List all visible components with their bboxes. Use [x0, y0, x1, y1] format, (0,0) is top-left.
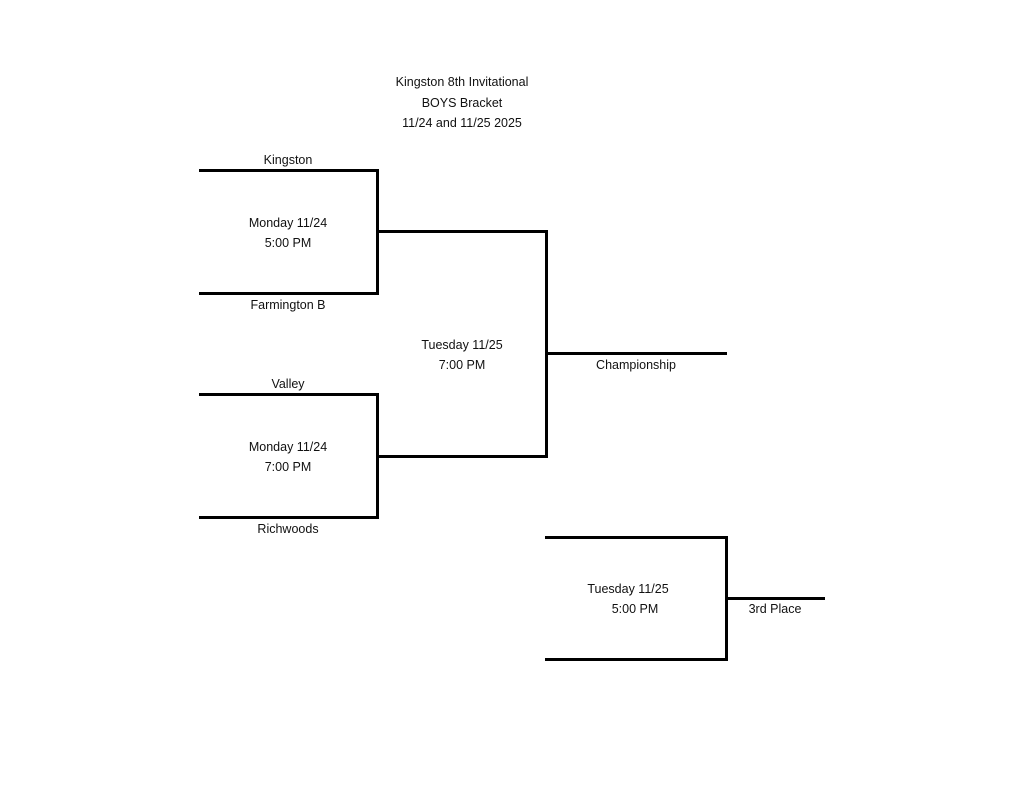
bracket-title: Kingston 8th Invitational BOYS Bracket 1…	[396, 72, 529, 134]
game1-team-bottom: Farmington B	[250, 298, 326, 312]
third-place-top-slot-line	[545, 536, 728, 539]
third-place-day: Tuesday 11/25	[587, 582, 669, 596]
game2-time: 7:00 PM	[264, 460, 312, 474]
game2-top-slot-line	[199, 393, 379, 396]
event-dates: 11/24 and 11/25 2025	[402, 116, 522, 130]
championship-connector-line	[545, 230, 548, 458]
champion-slot-line	[545, 352, 727, 355]
championship-bottom-slot-line	[376, 455, 548, 458]
game2-day: Monday 11/24	[248, 440, 328, 454]
third-place-bottom-slot-line	[545, 658, 728, 661]
bracket-division: BOYS Bracket	[421, 95, 503, 110]
third-place-label: 3rd Place	[748, 602, 802, 616]
championship-time: 7:00 PM	[438, 358, 486, 372]
game2-team-bottom: Richwoods	[257, 522, 319, 536]
third-place-time: 5:00 PM	[611, 602, 659, 616]
game1-team-top: Kingston	[263, 153, 313, 167]
game1-top-slot-line	[199, 169, 379, 172]
game2-bottom-slot-line	[199, 516, 379, 519]
championship-top-slot-line	[376, 230, 548, 233]
third-place-winner-slot-line	[725, 597, 825, 600]
championship-day: Tuesday 11/25	[421, 338, 503, 352]
game1-bottom-slot-line	[199, 292, 379, 295]
game2-team-top: Valley	[271, 377, 305, 391]
game1-time: 5:00 PM	[264, 236, 312, 250]
championship-label: Championship	[596, 358, 676, 372]
event-name: Kingston 8th Invitational	[395, 75, 529, 89]
game1-day: Monday 11/24	[248, 216, 328, 230]
